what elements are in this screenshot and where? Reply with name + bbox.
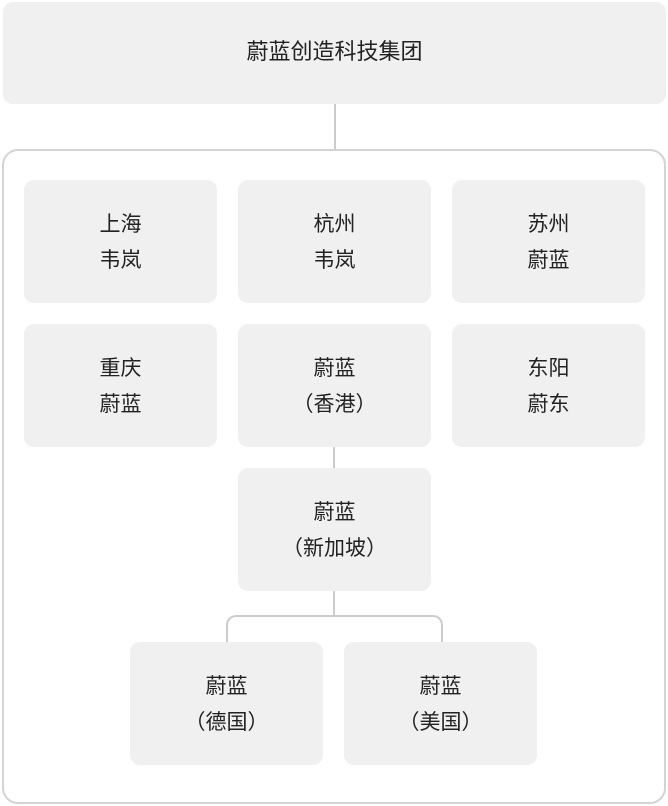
- node-suzhou: 苏州 蔚蓝: [452, 180, 645, 303]
- node-line-1: 重庆: [99, 355, 142, 380]
- node-chongqing: 重庆 蔚蓝: [24, 324, 217, 447]
- node-line-2: （美国）: [398, 709, 483, 734]
- node-line-2: 蔚蓝: [99, 391, 142, 416]
- node-line-2: 韦岚: [99, 247, 142, 272]
- node-line-2: 蔚东: [527, 391, 570, 416]
- node-dongyang: 东阳 蔚东: [452, 324, 645, 447]
- node-line-1: 蔚蓝: [205, 673, 248, 698]
- node-line-1: 蔚蓝: [419, 673, 462, 698]
- connector-root-to-group: [334, 104, 336, 149]
- connector-singapore-bracket: [226, 615, 443, 643]
- connector-singapore-stem: [333, 591, 335, 616]
- node-line-2: （新加坡）: [282, 535, 387, 560]
- node-line-1: 上海: [99, 211, 142, 236]
- node-singapore: 蔚蓝 （新加坡）: [238, 468, 431, 591]
- node-line-1: 苏州: [527, 211, 570, 236]
- node-germany: 蔚蓝 （德国）: [130, 642, 323, 765]
- node-line-2: （德国）: [184, 709, 269, 734]
- node-shanghai: 上海 韦岚: [24, 180, 217, 303]
- node-line-2: 韦岚: [313, 247, 356, 272]
- root-node: 蔚蓝创造科技集团: [3, 2, 666, 104]
- node-hongkong: 蔚蓝 （香港）: [238, 324, 431, 447]
- node-line-2: 蔚蓝: [527, 247, 570, 272]
- node-line-1: 蔚蓝: [313, 499, 356, 524]
- node-hangzhou: 杭州 韦岚: [238, 180, 431, 303]
- node-line-2: （香港）: [292, 391, 377, 416]
- node-usa: 蔚蓝 （美国）: [344, 642, 537, 765]
- node-line-1: 蔚蓝: [313, 355, 356, 380]
- connector-hongkong-to-singapore: [333, 447, 335, 468]
- node-line-1: 东阳: [527, 355, 570, 380]
- root-node-label: 蔚蓝创造科技集团: [246, 40, 423, 65]
- node-line-1: 杭州: [313, 211, 356, 236]
